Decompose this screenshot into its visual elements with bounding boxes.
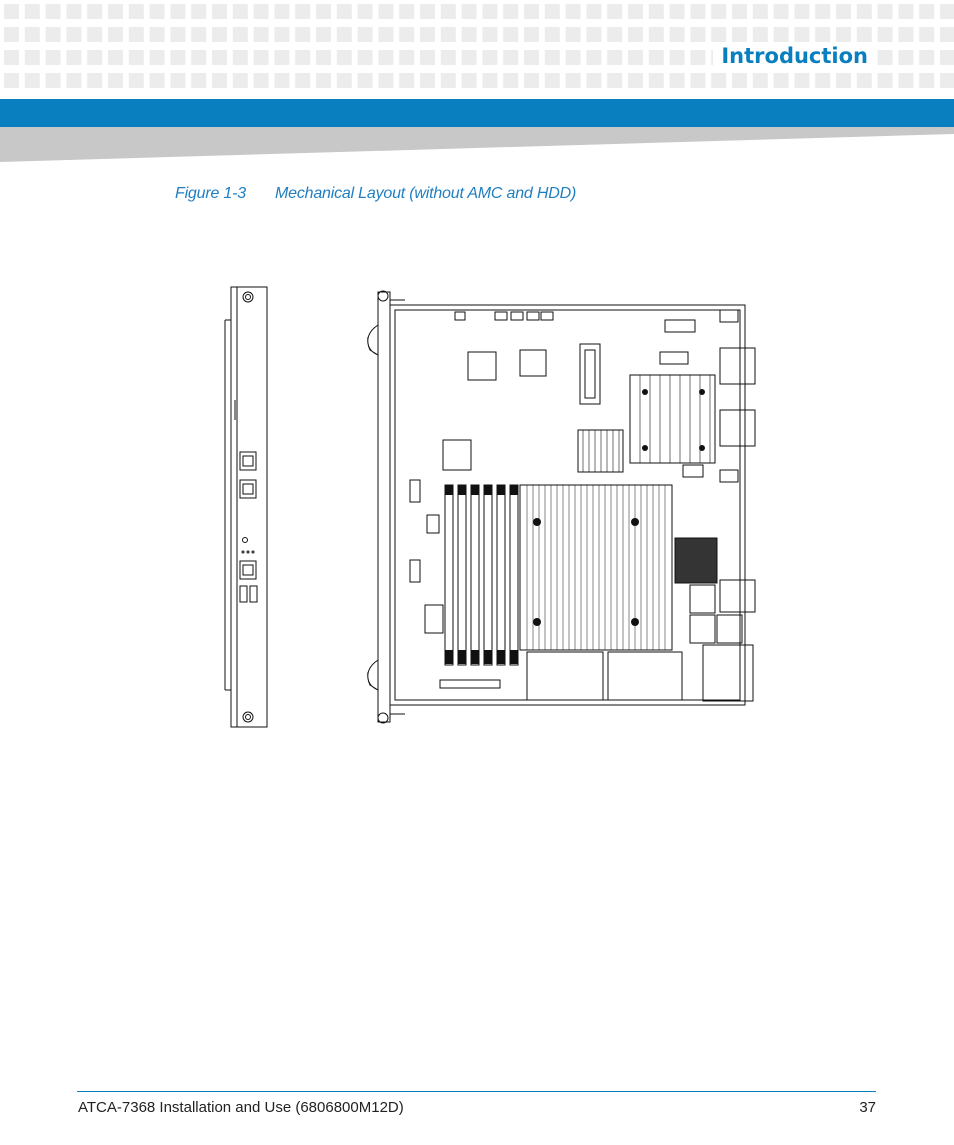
heatsink-cpu-a	[629, 374, 716, 464]
connector-top	[719, 347, 756, 385]
dimm-slots	[444, 484, 519, 666]
connector-mid	[719, 409, 756, 447]
chip-a	[467, 351, 497, 381]
header-dot-pattern	[4, 4, 954, 88]
footer-document-title: ATCA-7368 Installation and Use (6806800M…	[78, 1099, 404, 1116]
footer-rule	[77, 1091, 876, 1092]
footer-page-number: 37	[859, 1099, 876, 1116]
connector-low	[719, 579, 756, 613]
figure-caption: Figure 1-3 Mechanical Layout (without AMC…	[175, 185, 576, 203]
chip-b	[519, 349, 547, 377]
heatsink-small	[577, 429, 624, 473]
chapter-title: Introduction	[713, 42, 872, 70]
header-grey-wedge	[0, 127, 954, 162]
pcb-board-drawing	[224, 286, 756, 728]
figure-title: Mechanical Layout (without AMC and HDD)	[275, 185, 577, 202]
heatsink-main	[519, 484, 673, 651]
chip-c	[442, 439, 472, 471]
faceplate-side-view	[230, 286, 268, 728]
front-panel	[377, 291, 391, 723]
figure-number: Figure 1-3	[175, 185, 246, 202]
board-outline	[389, 304, 746, 706]
header-blue-bar	[0, 99, 954, 127]
